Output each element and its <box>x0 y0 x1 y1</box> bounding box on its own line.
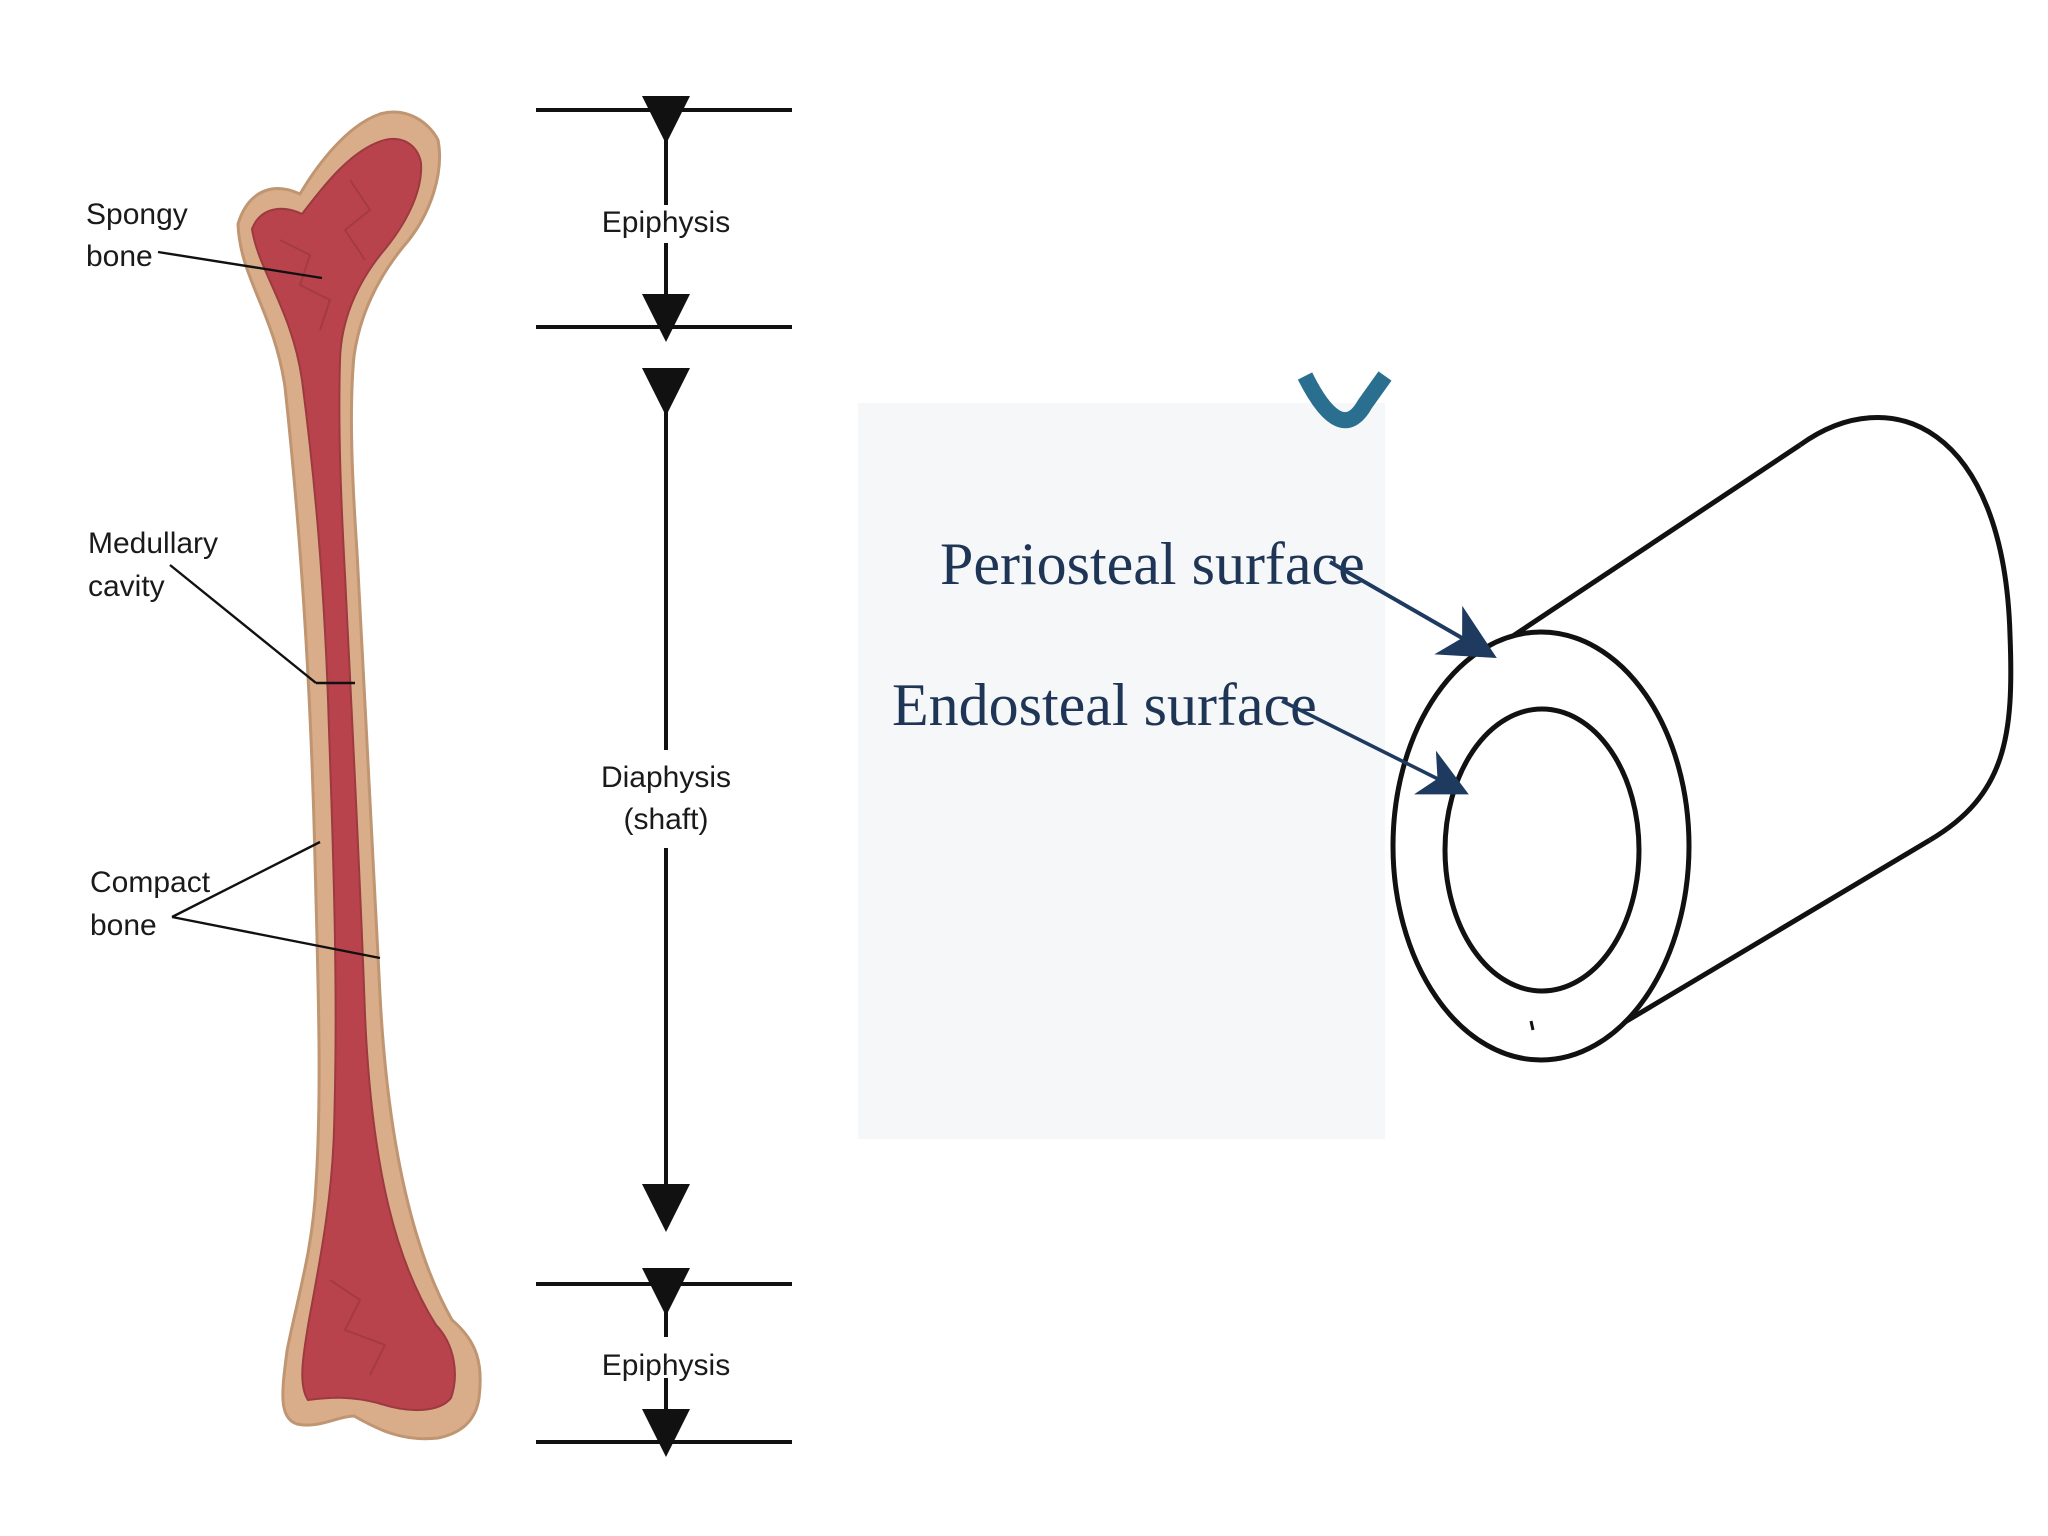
partial-glyph <box>1297 371 1392 429</box>
proximal-epiphysis-label: Epiphysis <box>602 206 730 239</box>
femur-compact-bone-shape <box>236 110 482 1441</box>
periosteal-surface-label: Periosteal surface <box>940 531 1365 597</box>
medullary-cavity-label-line2: cavity <box>88 570 165 603</box>
medullary-cavity-leader <box>169 564 317 684</box>
compact-bone-label-line1: Compact <box>90 866 211 899</box>
spongy-bone-leader <box>157 250 323 280</box>
spongy-bone-label-line2: bone <box>86 240 153 273</box>
diaphysis-label: Diaphysis <box>601 761 731 794</box>
spongy-bone-label-line1: Spongy <box>86 198 188 231</box>
endosteal-arrow <box>1281 699 1469 795</box>
bone-cylinder <box>1390 414 2014 1063</box>
medullary-cavity-label-line1: Medullary <box>88 527 218 560</box>
femur-medullary-spongy-region <box>250 138 456 1412</box>
distal-epiphysis-label: Epiphysis <box>602 1349 730 1382</box>
compact-bone-leader-lower <box>171 915 381 960</box>
spongy-texture <box>279 179 387 1376</box>
periosteal-arrow <box>1329 560 1497 658</box>
shaft-label: (shaft) <box>623 803 708 836</box>
endosteal-surface-label: Endosteal surface <box>892 672 1317 738</box>
compact-bone-label-line2: bone <box>90 909 157 942</box>
compact-bone-leader-upper <box>171 840 321 919</box>
